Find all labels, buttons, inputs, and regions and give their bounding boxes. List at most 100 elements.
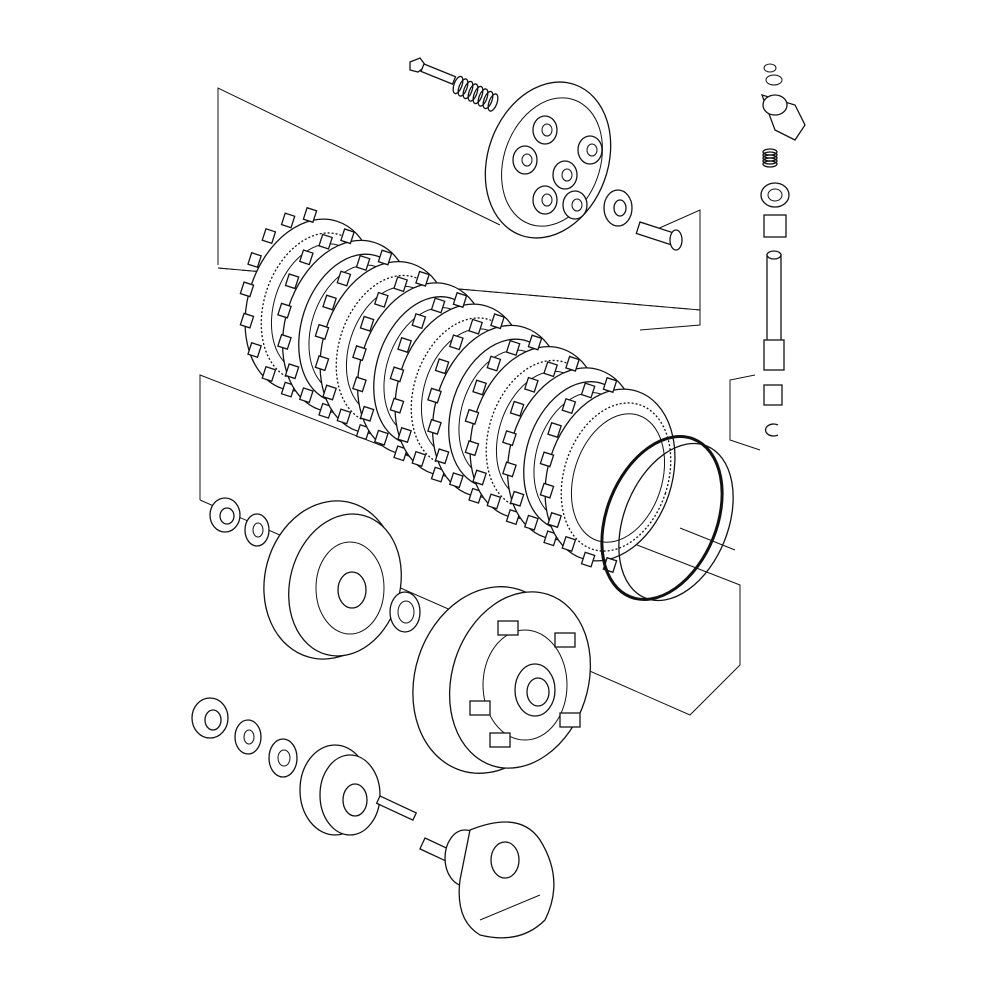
plate-tab — [322, 294, 338, 311]
plate-tab — [523, 376, 539, 393]
plate-tab — [318, 402, 334, 419]
release-shaft — [763, 250, 785, 371]
plate-boss — [512, 145, 538, 175]
plate-tab — [486, 493, 502, 510]
plate-tab — [472, 379, 488, 396]
plate-tab — [389, 397, 405, 414]
hub-nut — [209, 497, 241, 533]
plate-tab — [411, 312, 427, 330]
plate-tab — [373, 291, 389, 308]
plate-tab — [322, 384, 338, 401]
plate-tab — [397, 426, 413, 444]
crankshaft — [419, 821, 555, 939]
plate-tab — [430, 466, 446, 483]
plate-tab — [415, 270, 430, 287]
plate-tab — [430, 297, 446, 314]
plate-tab — [280, 212, 296, 229]
plate-tab — [298, 249, 314, 266]
plate-tab — [355, 424, 371, 441]
bearing — [603, 189, 633, 227]
clutch-hub — [263, 500, 402, 660]
plate-tab — [277, 302, 292, 319]
plate-tab — [389, 366, 405, 383]
plate-tab — [561, 397, 577, 415]
plate-tab — [505, 509, 521, 526]
plate-tab — [565, 355, 580, 372]
plate-tab — [284, 363, 300, 380]
plate-tab — [452, 291, 468, 309]
plate-tab — [547, 511, 563, 529]
plate-tab — [373, 429, 389, 446]
shaft-bearing — [760, 182, 790, 238]
release-arm — [760, 63, 806, 141]
lower-nut — [191, 697, 229, 739]
spring-coil — [462, 80, 474, 100]
plate-tab — [580, 551, 596, 568]
plate-tab — [543, 361, 559, 378]
plate-tab — [602, 376, 618, 394]
push-rod — [635, 221, 683, 251]
plate-tab — [340, 228, 355, 245]
plate-tab — [336, 408, 352, 425]
lower-washer — [268, 738, 298, 778]
plate-tab — [434, 358, 450, 375]
plate-tab — [464, 440, 480, 457]
damper-spring — [497, 620, 519, 636]
damper-spring — [489, 732, 511, 748]
plate-boss — [562, 190, 588, 220]
plate-boss — [552, 160, 578, 190]
o-ring-pair — [600, 435, 736, 602]
plate-tab — [505, 339, 521, 356]
pressure-spring — [452, 75, 499, 112]
plate-tab — [302, 206, 318, 224]
circlip — [765, 423, 779, 437]
plate-tab — [539, 482, 555, 499]
plate-tab — [448, 472, 464, 489]
plate-tab — [448, 334, 464, 351]
plate-tab — [543, 530, 559, 547]
plate-tab — [427, 387, 442, 404]
clutch-plates — [239, 206, 676, 574]
plate-tab — [318, 233, 334, 250]
plate-tab — [486, 355, 502, 372]
plate-boss — [532, 115, 558, 145]
plate-tab — [502, 430, 517, 447]
plate-tab — [397, 336, 413, 354]
plate-tab — [352, 376, 367, 393]
spring-coil — [457, 78, 469, 97]
spring-coil — [477, 88, 489, 107]
plate-tab — [314, 323, 330, 340]
plate-tab — [509, 400, 525, 417]
spring-coil — [472, 85, 484, 105]
plate-tab — [464, 408, 480, 425]
lower-lock-washer — [234, 719, 262, 755]
spring-coil — [452, 75, 464, 95]
friction-plate — [539, 376, 676, 574]
plate-boss — [577, 135, 603, 165]
plate-tab — [314, 355, 330, 372]
plate-tab — [527, 334, 543, 351]
bolt — [409, 57, 457, 86]
plate-tab — [580, 382, 596, 399]
damper-spring — [559, 712, 581, 728]
plate-tab — [355, 254, 371, 271]
spring-coil — [482, 90, 494, 110]
plate-tab — [427, 418, 442, 435]
spring-coil — [467, 83, 479, 102]
plate-boss — [532, 185, 558, 215]
spring-coil — [762, 157, 778, 165]
plate-tab — [261, 227, 277, 245]
plate-tab — [561, 535, 577, 553]
return-spring — [762, 148, 778, 168]
plate-tab — [411, 450, 427, 468]
plate-tab — [468, 487, 484, 504]
spline-washer — [389, 591, 421, 633]
plate-tab — [547, 421, 563, 439]
plate-tab — [523, 514, 539, 531]
pressure-plate — [484, 81, 612, 239]
primary-drive-gear — [299, 744, 381, 836]
plate-tab — [277, 333, 292, 350]
lock-washer — [244, 513, 270, 547]
shaft-frame-line — [729, 374, 761, 451]
